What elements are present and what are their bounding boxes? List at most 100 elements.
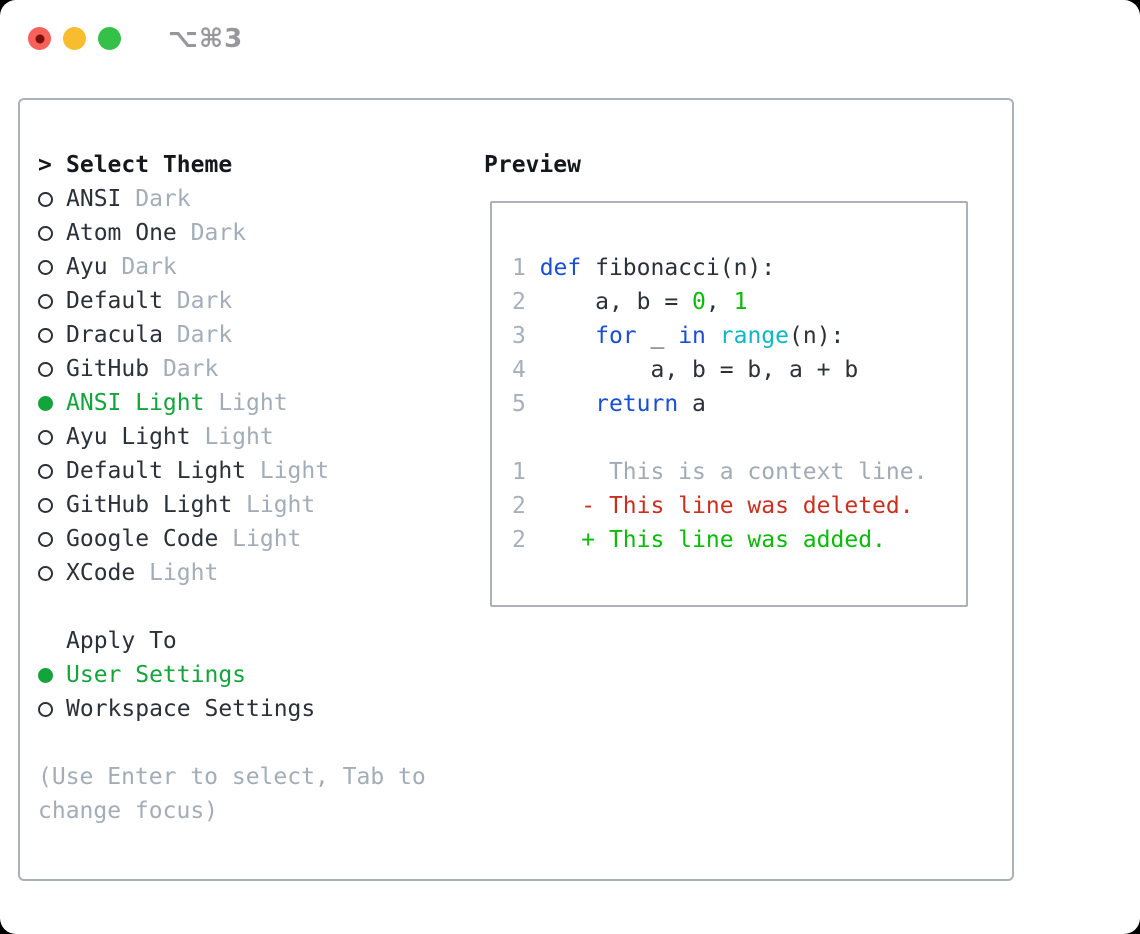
window-titlebar: ⌥⌘3 (0, 0, 1140, 76)
traffic-lights (28, 27, 121, 50)
option-label: Default (66, 288, 163, 314)
code-token-plain: a, b = (539, 289, 693, 315)
theme-option-github[interactable]: GitHub Dark (38, 352, 462, 386)
option-variant-label: Dark (135, 186, 191, 212)
theme-option-atom-one[interactable]: Atom One Dark (38, 216, 462, 250)
option-variant-label: Dark (190, 220, 247, 246)
option-label: Atom One (66, 220, 177, 246)
option-label: ANSI Light (66, 390, 205, 416)
code-token-plain: _ (636, 323, 679, 349)
theme-option-xcode[interactable]: XCode Light (38, 556, 462, 590)
code-token-number: 1 (733, 289, 748, 315)
theme-option-google-code[interactable]: Google Code Light (38, 522, 462, 556)
zoom-button[interactable] (98, 27, 121, 50)
spacer (38, 726, 462, 760)
line-number: 2 (512, 527, 526, 553)
option-label: GitHub Light (66, 492, 233, 518)
option-variant-label: Light (218, 390, 288, 416)
theme-option-dracula[interactable]: Dracula Dark (38, 318, 462, 352)
theme-option-ansi[interactable]: ANSI Dark (38, 182, 462, 216)
line-number: 2 (512, 493, 526, 519)
option-variant-label: Light (204, 424, 274, 450)
code-line: 2 + This line was added. (512, 523, 966, 557)
option-label: XCode (66, 560, 136, 586)
option-variant-label: Dark (162, 356, 219, 382)
radio-icon (38, 429, 66, 445)
line-number: 4 (512, 357, 526, 383)
radio-icon (38, 293, 66, 309)
radio-icon (38, 531, 66, 547)
line-number: 2 (512, 289, 526, 315)
option-label: Default Light (66, 458, 247, 484)
apply-to-header: Apply To (38, 624, 462, 658)
apply-to-title: Apply To (66, 628, 177, 654)
radio-icon (38, 225, 66, 241)
option-label: User Settings (66, 662, 247, 688)
radio-icon (38, 565, 66, 581)
code-token-builtin: range (719, 323, 789, 349)
code-line: 2 - This line was deleted. (512, 489, 966, 523)
option-label: Dracula (66, 322, 163, 348)
window-title: ⌥⌘3 (168, 24, 244, 54)
code-token-deleted: - This line was deleted. (539, 493, 914, 519)
spacer (38, 590, 462, 624)
option-variant-label: Light (232, 526, 302, 552)
option-label: Workspace Settings (66, 696, 316, 722)
code-token-plain (540, 323, 595, 349)
option-variant-label: Dark (176, 288, 233, 314)
option-variant-label: Light (149, 560, 219, 586)
apply-option-workspace-settings[interactable]: Workspace Settings (38, 692, 462, 726)
radio-selected-icon (38, 667, 66, 683)
code-token-added: + This line was added. (539, 527, 886, 553)
radio-icon (38, 191, 66, 207)
code-token-keyword: for (595, 323, 637, 349)
line-number: 5 (512, 391, 526, 417)
theme-option-default[interactable]: Default Dark (38, 284, 462, 318)
code-token-plain (706, 323, 720, 349)
keyboard-hint: (Use Enter to select, Tab to change focu… (38, 764, 426, 824)
code-token-keyword: in (678, 323, 706, 349)
option-label: ANSI (66, 186, 122, 212)
cursor-icon: > (38, 152, 52, 178)
radio-icon (38, 497, 66, 513)
code-token-plain: (n): (789, 323, 845, 349)
code-token-number: 0 (692, 289, 706, 315)
line-number: 1 (512, 255, 526, 281)
select-theme-header: > Select Theme (38, 148, 462, 182)
code-token-context: This is a context line. (539, 459, 928, 485)
theme-option-default-light[interactable]: Default Light Light (38, 454, 462, 488)
radio-icon (38, 327, 66, 343)
code-token-keyword: return (595, 391, 679, 417)
code-line: 2 a, b = 0, 1 (512, 285, 966, 319)
code-line: 1 This is a context line. (512, 455, 966, 489)
radio-icon (38, 361, 66, 377)
option-variant-label: Dark (176, 322, 233, 348)
radio-icon (38, 259, 66, 275)
apply-option-user-settings[interactable]: User Settings (38, 658, 462, 692)
theme-option-ansi-light[interactable]: ANSI Light Light (38, 386, 462, 420)
minimize-button[interactable] (63, 27, 86, 50)
option-variant-label: Light (259, 458, 330, 484)
code-token-plain: fibonacci(n): (581, 255, 776, 281)
close-button[interactable] (28, 27, 51, 50)
code-line: 3 for _ in range(n): (512, 319, 966, 353)
option-label: Ayu Light (66, 424, 191, 450)
option-label: Google Code (66, 526, 219, 552)
code-token-plain: a, b = b, a + b (539, 357, 859, 383)
select-theme-title: Select Theme (66, 152, 233, 178)
radio-selected-icon (38, 395, 66, 411)
option-label: GitHub (66, 356, 150, 382)
theme-option-ayu-light[interactable]: Ayu Light Light (38, 420, 462, 454)
code-line: 5 return a (512, 387, 966, 421)
code-line: 4 a, b = b, a + b (512, 353, 966, 387)
code-token-plain: a (678, 391, 706, 417)
option-variant-label: Dark (121, 254, 177, 280)
code-token-keyword: def (539, 255, 582, 281)
